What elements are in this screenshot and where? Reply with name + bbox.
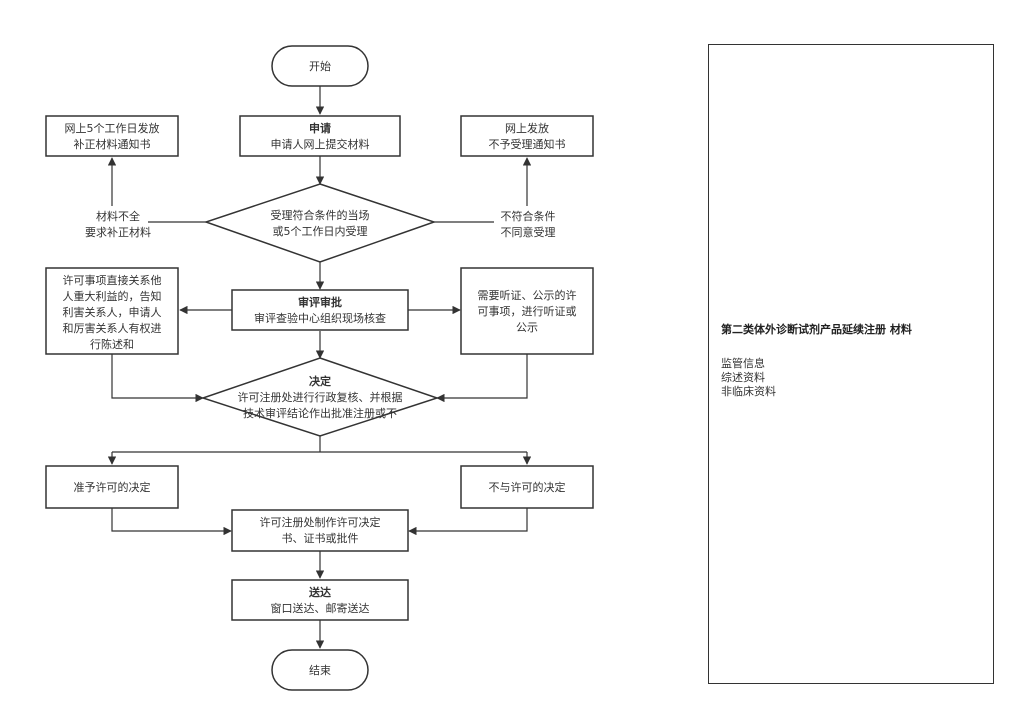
arrow-decision-to-approve xyxy=(112,451,527,464)
accept-decision-line-1: 受理符合条件的当场 xyxy=(271,208,370,222)
review-text: 审评查验中心组织现场核查 xyxy=(254,311,386,325)
arrow-deny-to-issue xyxy=(408,508,528,536)
arrow-approve-to-issue xyxy=(111,508,232,536)
deny-node: 不与许可的决定 xyxy=(460,465,594,509)
apply-title: 申请 xyxy=(309,121,331,135)
accept-decision-line-2: 或5个工作日内受理 xyxy=(273,224,368,238)
decision-title: 决定 xyxy=(309,374,331,388)
hearing-note-line-2: 可事项，进行听证或 xyxy=(478,305,577,318)
label-nonconforming-line-1: 不符合条件 xyxy=(501,209,556,223)
hearing-note-line-3: 公示 xyxy=(516,321,538,334)
accept-decision-node: 受理符合条件的当场 或5个工作日内受理 xyxy=(203,183,437,263)
materials-panel-title: 第二类体外诊断试剂产品延续注册 材料 xyxy=(721,323,912,336)
deliver-text: 窗口送达、邮寄送达 xyxy=(271,601,370,615)
label-incomplete-line-2: 要求补正材料 xyxy=(85,225,151,239)
apply-node: 申请 申请人网上提交材料 xyxy=(239,115,401,157)
supplement-notice-line-2: 补正材料通知书 xyxy=(74,137,151,151)
materials-panel: 第二类体外诊断试剂产品延续注册 材料 监管信息 综述资料 非临床资料 xyxy=(708,44,994,684)
stakeholder-note-node: 许可事项直接关系他 人重大利益的，告知 利害关系人，申请人 和厉害关系人有权进 … xyxy=(45,267,179,355)
materials-item-regulatory-info: 监管信息 xyxy=(721,357,765,370)
deliver-title: 送达 xyxy=(308,585,331,599)
label-nonconforming-line-2: 不同意受理 xyxy=(501,225,556,239)
issue-line-1: 许可注册处制作许可决定 xyxy=(260,515,381,529)
decision-node: 决定 许可注册处进行行政复核、并根据 技术审评结论作出批准注册或不 xyxy=(200,357,440,437)
apply-text: 申请人网上提交材料 xyxy=(271,137,370,151)
supplement-notice-line-1: 网上5个工作日发放 xyxy=(65,121,160,135)
approve-label: 准予许可的决定 xyxy=(74,480,151,494)
deliver-node: 送达 窗口送达、邮寄送达 xyxy=(231,579,409,621)
review-node: 审评审批 审评查验中心组织现场核查 xyxy=(231,289,409,331)
issue-node: 许可注册处制作许可决定 书、证书或批件 xyxy=(231,509,409,552)
start-node: 开始 xyxy=(271,45,369,87)
review-title: 审评审批 xyxy=(298,295,342,309)
decision-line-1: 许可注册处进行行政复核、并根据 xyxy=(238,390,403,404)
connectors xyxy=(111,86,532,649)
decision-line-2: 技术审评结论作出批准注册或不 xyxy=(243,406,397,420)
issue-line-2: 书、证书或批件 xyxy=(282,531,359,545)
label-incomplete-line-1: 材料不全 xyxy=(96,209,140,223)
reject-notice-line-1: 网上发放 xyxy=(505,121,549,135)
flowchart: 开始 申请 申请人网上提交材料 网上5个工作日发放 补正材料通知书 网上发放 不… xyxy=(45,45,594,691)
stakeholder-note-line-2: 人重大利益的，告知 xyxy=(63,289,162,303)
hearing-note-line-1: 需要听证、公示的许 xyxy=(478,288,577,302)
hearing-note-node: 需要听证、公示的许 可事项，进行听证或 公示 xyxy=(460,267,594,355)
materials-item-summary: 综述资料 xyxy=(721,371,765,384)
stakeholder-note-line-3: 利害关系人，申请人 xyxy=(63,305,162,319)
start-label: 开始 xyxy=(309,59,331,73)
stakeholder-note-line-1: 许可事项直接关系他 xyxy=(63,273,162,287)
materials-item-non-clinical: 非临床资料 xyxy=(721,385,776,398)
end-label: 结束 xyxy=(309,664,331,677)
approve-node: 准予许可的决定 xyxy=(45,465,179,509)
deny-label: 不与许可的决定 xyxy=(489,480,566,494)
arrow-hearing-to-decision xyxy=(436,354,528,403)
stakeholder-note-line-5: 行陈述和 xyxy=(90,337,134,351)
reject-notice-node: 网上发放 不予受理通知书 xyxy=(460,115,594,157)
reject-notice-line-2: 不予受理通知书 xyxy=(489,137,566,151)
arrow-stakeholder-to-decision xyxy=(111,354,204,403)
materials-panel-body: 第二类体外诊断试剂产品延续注册 材料 监管信息 综述资料 非临床资料 xyxy=(721,321,985,399)
stakeholder-note-line-4: 和厉害关系人有权进 xyxy=(63,321,162,335)
end-node: 结束 xyxy=(271,649,369,691)
supplement-notice-node: 网上5个工作日发放 补正材料通知书 xyxy=(45,115,179,157)
